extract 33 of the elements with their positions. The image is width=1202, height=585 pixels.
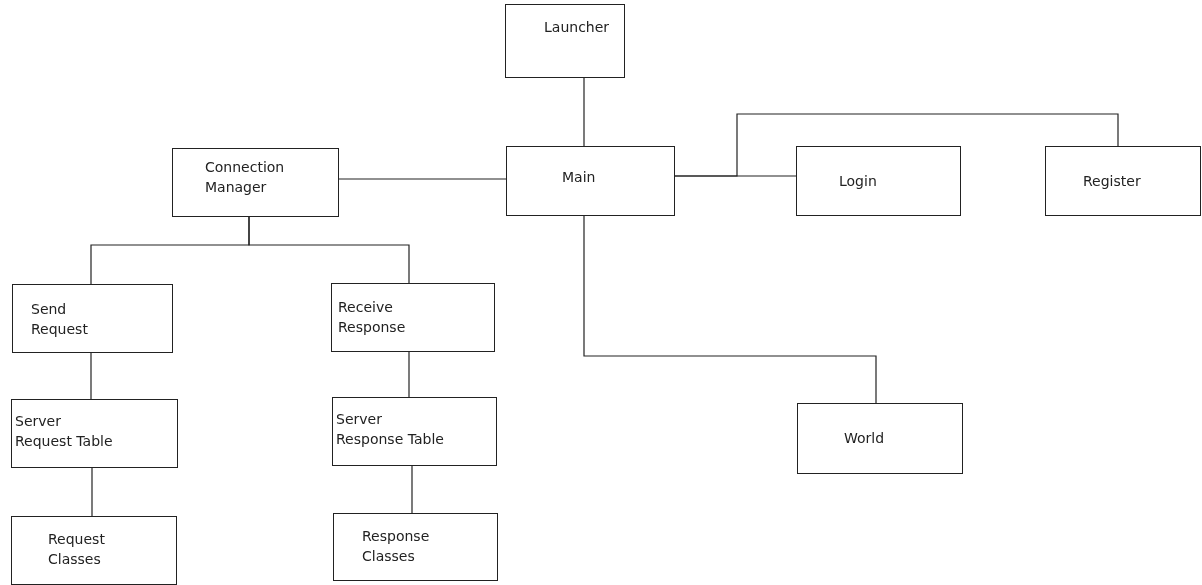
connector-line	[674, 113, 1119, 177]
connector-line	[90, 352, 92, 400]
module-label: Main	[562, 168, 596, 187]
module-box	[797, 403, 963, 474]
module-box	[172, 148, 339, 217]
module-label: Connection Manager	[205, 158, 286, 197]
connector-line	[408, 351, 410, 398]
module-label: Response Classes	[362, 527, 431, 566]
module-box	[331, 283, 495, 352]
module-label: Server Request Table	[15, 412, 114, 451]
module-label: Register	[1083, 172, 1141, 191]
module-label: Login	[839, 172, 877, 191]
module-label: Send Request	[31, 300, 89, 339]
module-label: World	[844, 429, 885, 448]
connector-line	[411, 465, 413, 514]
module-box	[332, 397, 497, 466]
module-box	[12, 284, 173, 353]
module-box	[1045, 146, 1201, 216]
connector-line	[583, 215, 877, 404]
connector-line	[91, 467, 93, 517]
module-box	[11, 399, 178, 468]
module-label: Server Response Table	[336, 410, 445, 449]
module-box	[11, 516, 177, 585]
module-box	[506, 146, 675, 216]
module-box	[333, 513, 498, 581]
module-box	[796, 146, 961, 216]
module-label: Request Classes	[48, 530, 106, 569]
module-box	[505, 4, 625, 78]
connector-line	[583, 77, 585, 147]
module-label: Launcher	[544, 18, 610, 37]
module-label: Receive Response	[338, 298, 407, 337]
connector-line	[338, 178, 507, 180]
connector-line	[248, 216, 410, 284]
